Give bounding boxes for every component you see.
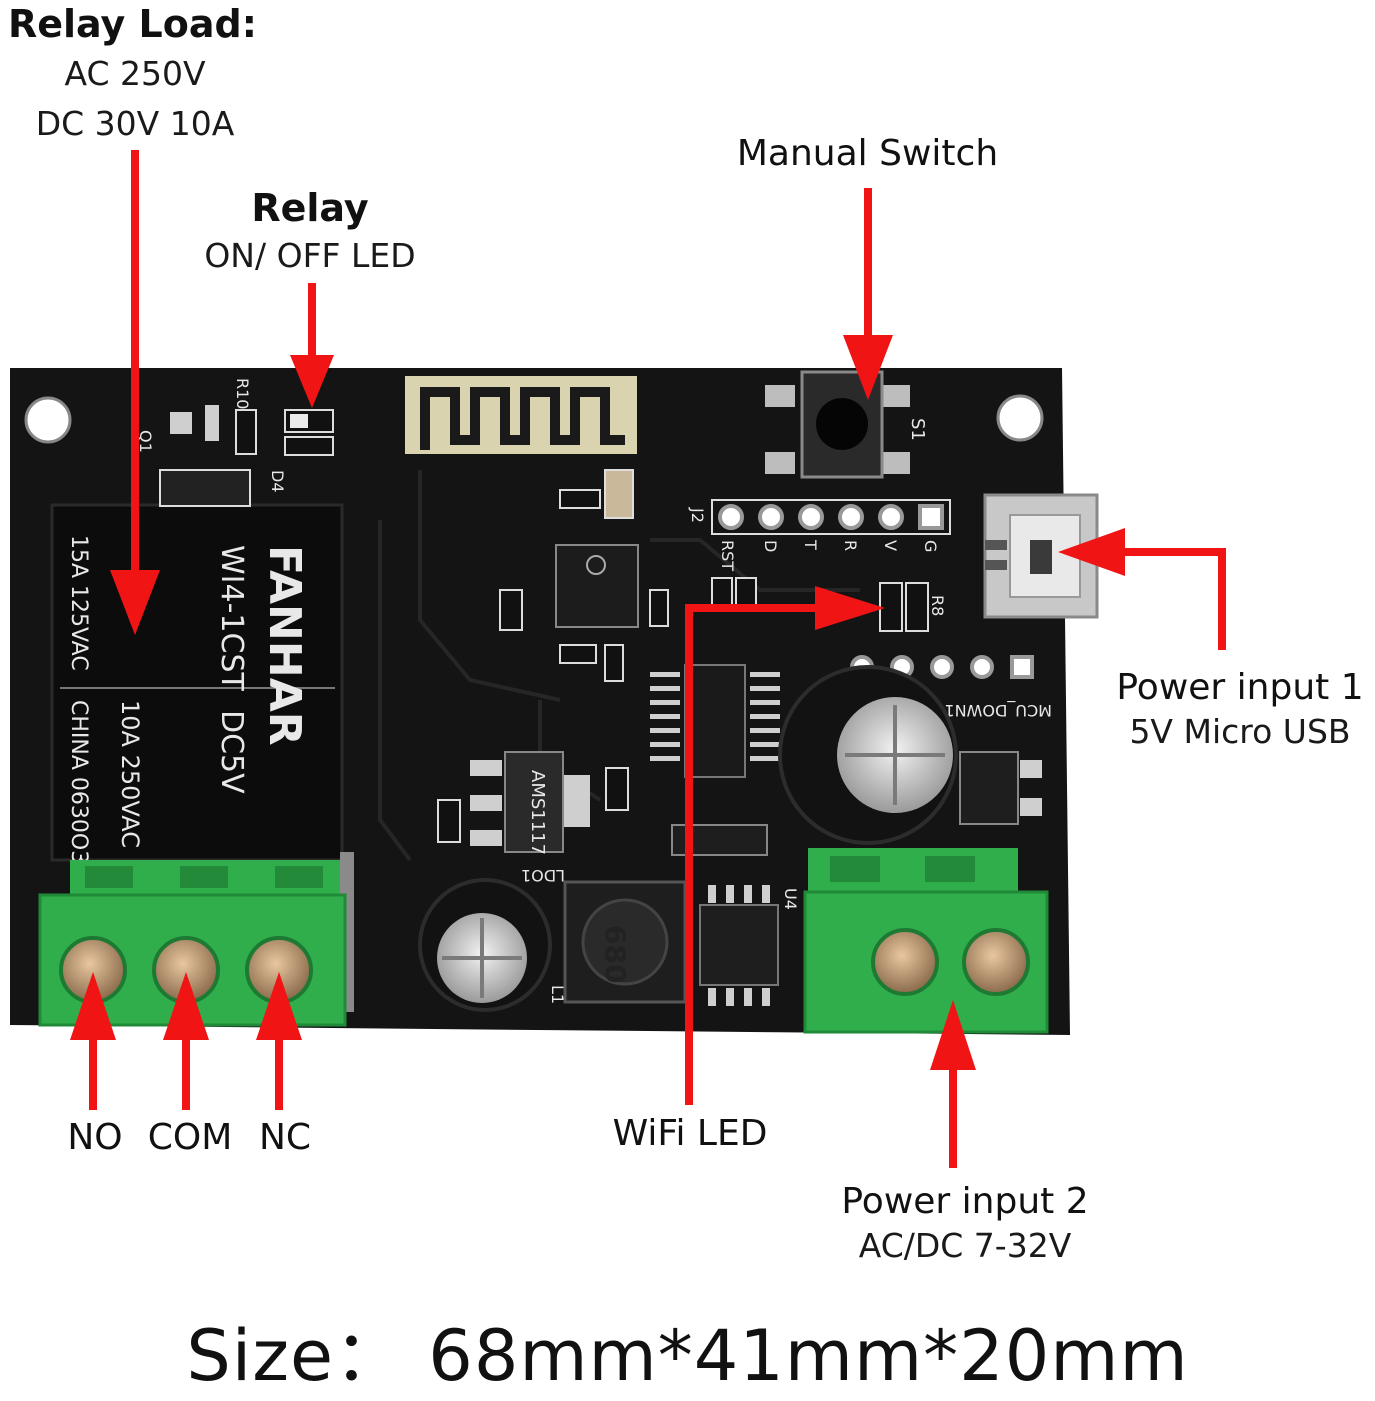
size-caption: Size： 68mm*41mm*20mm [186,1315,1189,1397]
mcu-down-text: MCU_DOWN1 [944,700,1052,720]
wifi-antenna [405,376,637,454]
terminal-nc-label: NC [258,1117,312,1158]
power-input-1-subtitle: 5V Micro USB [1129,712,1351,751]
manual-switch-label: Manual Switch [736,133,999,174]
terminal-com-label: COM [147,1117,233,1158]
relay-led-title: Relay [251,186,369,230]
relay-component: FANHAR WI4-1CST DC5V 10A 250VAC 15A 125V… [50,503,344,864]
ref-j2-text: J2 [688,507,707,523]
wifi-led-label: WiFi LED [612,1113,768,1154]
relay-load-title: Relay Load: [8,2,257,46]
mounting-hole [24,396,72,444]
relay-coil-text: DC5V [214,710,249,794]
wifi-led-part [879,582,903,632]
power-input-2-title: Power input 2 [841,1181,1089,1222]
relay-led-subtitle: ON/ OFF LED [204,236,416,275]
power-input-1-title: Power input 1 [1116,667,1364,708]
arrowhead [843,335,893,400]
ref-ldo-text: LDO1 [521,866,565,885]
relay-load-line2: DC 30V 10A [35,104,235,143]
arrow-power-input-1 [1120,548,1226,650]
terminal-block-power [803,848,1049,1034]
arrowhead [1058,528,1125,576]
arrowhead [110,570,160,635]
header-pin-v: V [881,540,900,551]
arrowhead [70,972,116,1040]
arrow-wifi-led [685,604,820,1105]
ref-d4-text: D4 [268,470,287,493]
regulator-text: AMS1117 [527,770,548,855]
capacitor-right [778,665,958,845]
ic-u4 [699,885,779,1006]
ref-r10-text: R10 [233,378,252,409]
header-pin-rst: RST [718,540,737,571]
terminal-no-label: NO [67,1117,123,1158]
esp-chip [555,544,639,628]
ref-u4-text: U4 [781,888,800,910]
power-input-2-subtitle: AC/DC 7-32V [858,1226,1072,1265]
header-pin-r: R [841,540,860,551]
relay-model-text: WI4-1CST [214,545,249,692]
relay-load-line1: AC 250V [64,54,206,93]
ref-l1-text: L1 [548,985,567,1004]
voltage-regulator [470,751,590,853]
ref-r8-text: R8 [928,595,947,616]
mounting-hole [996,394,1044,442]
pin-header-j2 [711,499,951,535]
ref-s1-text: S1 [907,418,928,441]
usb-serial-ic [650,664,780,778]
header-pin-t: T [801,539,820,550]
relay-brand-text: FANHAR [259,545,310,746]
relay-rating-text: 15A 125VAC [66,535,91,671]
inductor-text: 680 [599,925,632,983]
capacitor-bottom [418,878,552,1012]
arrowhead [256,972,302,1040]
arrowhead [815,586,885,630]
arrowhead [290,355,334,408]
arrowhead [930,1000,976,1070]
header-pin-d: D [761,540,780,552]
relay-origin-text: CHINA 0630O3 [66,700,91,864]
relay-rating-text: 10A 250VAC [116,700,144,848]
ref-q1-text: Q1 [136,430,155,453]
arrowhead [163,972,209,1040]
header-pin-g: G [921,540,940,552]
transistor-q1 [159,405,251,507]
